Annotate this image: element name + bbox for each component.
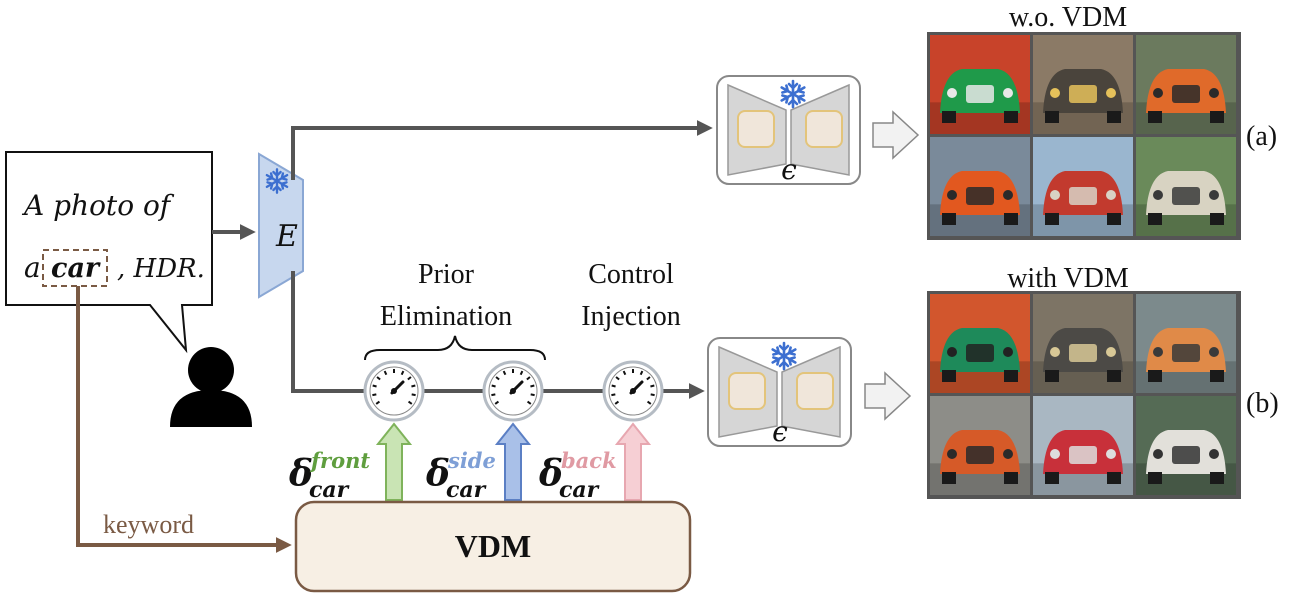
bottom-photo-5 [1033,396,1133,495]
upper-branch-arrow [291,120,713,180]
top-photo-3 [1136,35,1236,134]
top-photo-1 [930,35,1030,134]
delta-back-sup: back [561,448,617,473]
gauges [363,360,664,422]
encoder-label: E [275,219,298,254]
delta-side-base: δ [425,453,450,495]
prior-label-line-2: Elimination [380,301,512,332]
prompt-line-2-suffix: , HDR. [117,254,205,284]
keyword-highlight-box [42,249,108,287]
bottom-result-grid [927,291,1241,499]
bottom-result-title: with VDM [1007,263,1129,294]
top-photo-6 [1136,137,1236,236]
vdm-box: VDM [294,500,692,593]
gauge-front-icon [363,360,425,422]
bottom-output-arrow [864,371,912,421]
unet-top-label: ϵ [781,153,797,186]
bottom-photo-1 [930,294,1030,393]
control-label-line-1: Control [588,259,674,290]
delta-front-base: δ [288,453,313,495]
delta-arrow-side [494,422,532,501]
vdm-label: VDM [455,528,531,564]
top-result-title: w.o. VDM [1009,2,1127,33]
gauge-control-icon [602,360,664,422]
bottom-result-tag: (b) [1246,388,1279,419]
delta-arrow-back [614,422,652,501]
prior-label-line-1: Prior [418,259,475,290]
prompt-line-1: A photo of [21,189,175,222]
delta-side-sub: car [446,477,487,503]
top-photo-2 [1033,35,1133,134]
user-avatar-icon [170,347,252,427]
gauge-side-icon [482,360,544,422]
top-result-tag: (a) [1246,121,1277,152]
top-photo-4 [930,137,1030,236]
unet-bottom: ϵ [707,337,852,448]
top-output-arrow [872,110,920,160]
delta-back-base: δ [538,453,563,495]
prompt-keyword: car [51,253,101,284]
lower-branch-arrow [291,271,705,399]
prior-brace [364,335,546,361]
delta-front-sub: car [309,477,350,503]
delta-side-sup: side [447,448,496,473]
keyword-arrow-label: keyword [103,510,194,539]
bottom-photo-3 [1136,294,1236,393]
delta-side-label: δ car side [425,448,496,503]
bottom-photo-2 [1033,294,1133,393]
prompt-line-2-prefix: a [24,251,41,284]
text-encoder: E [258,152,304,299]
top-photo-5 [1033,137,1133,236]
delta-back-label: δ car back [538,448,617,503]
top-result-grid [927,32,1241,240]
bottom-photo-6 [1136,396,1236,495]
keyword-arrow [76,286,292,553]
delta-front-sup: front [309,448,370,473]
unet-bottom-label: ϵ [772,415,788,448]
delta-arrow-front [375,422,413,501]
bottom-photo-4 [930,396,1030,495]
unet-top: ϵ [716,75,861,186]
control-label-line-2: Injection [581,301,681,332]
prompt-bubble: A photo of a car , HDR. [5,151,213,354]
delta-back-sub: car [559,477,600,503]
delta-front-label: δ car front [288,448,370,503]
